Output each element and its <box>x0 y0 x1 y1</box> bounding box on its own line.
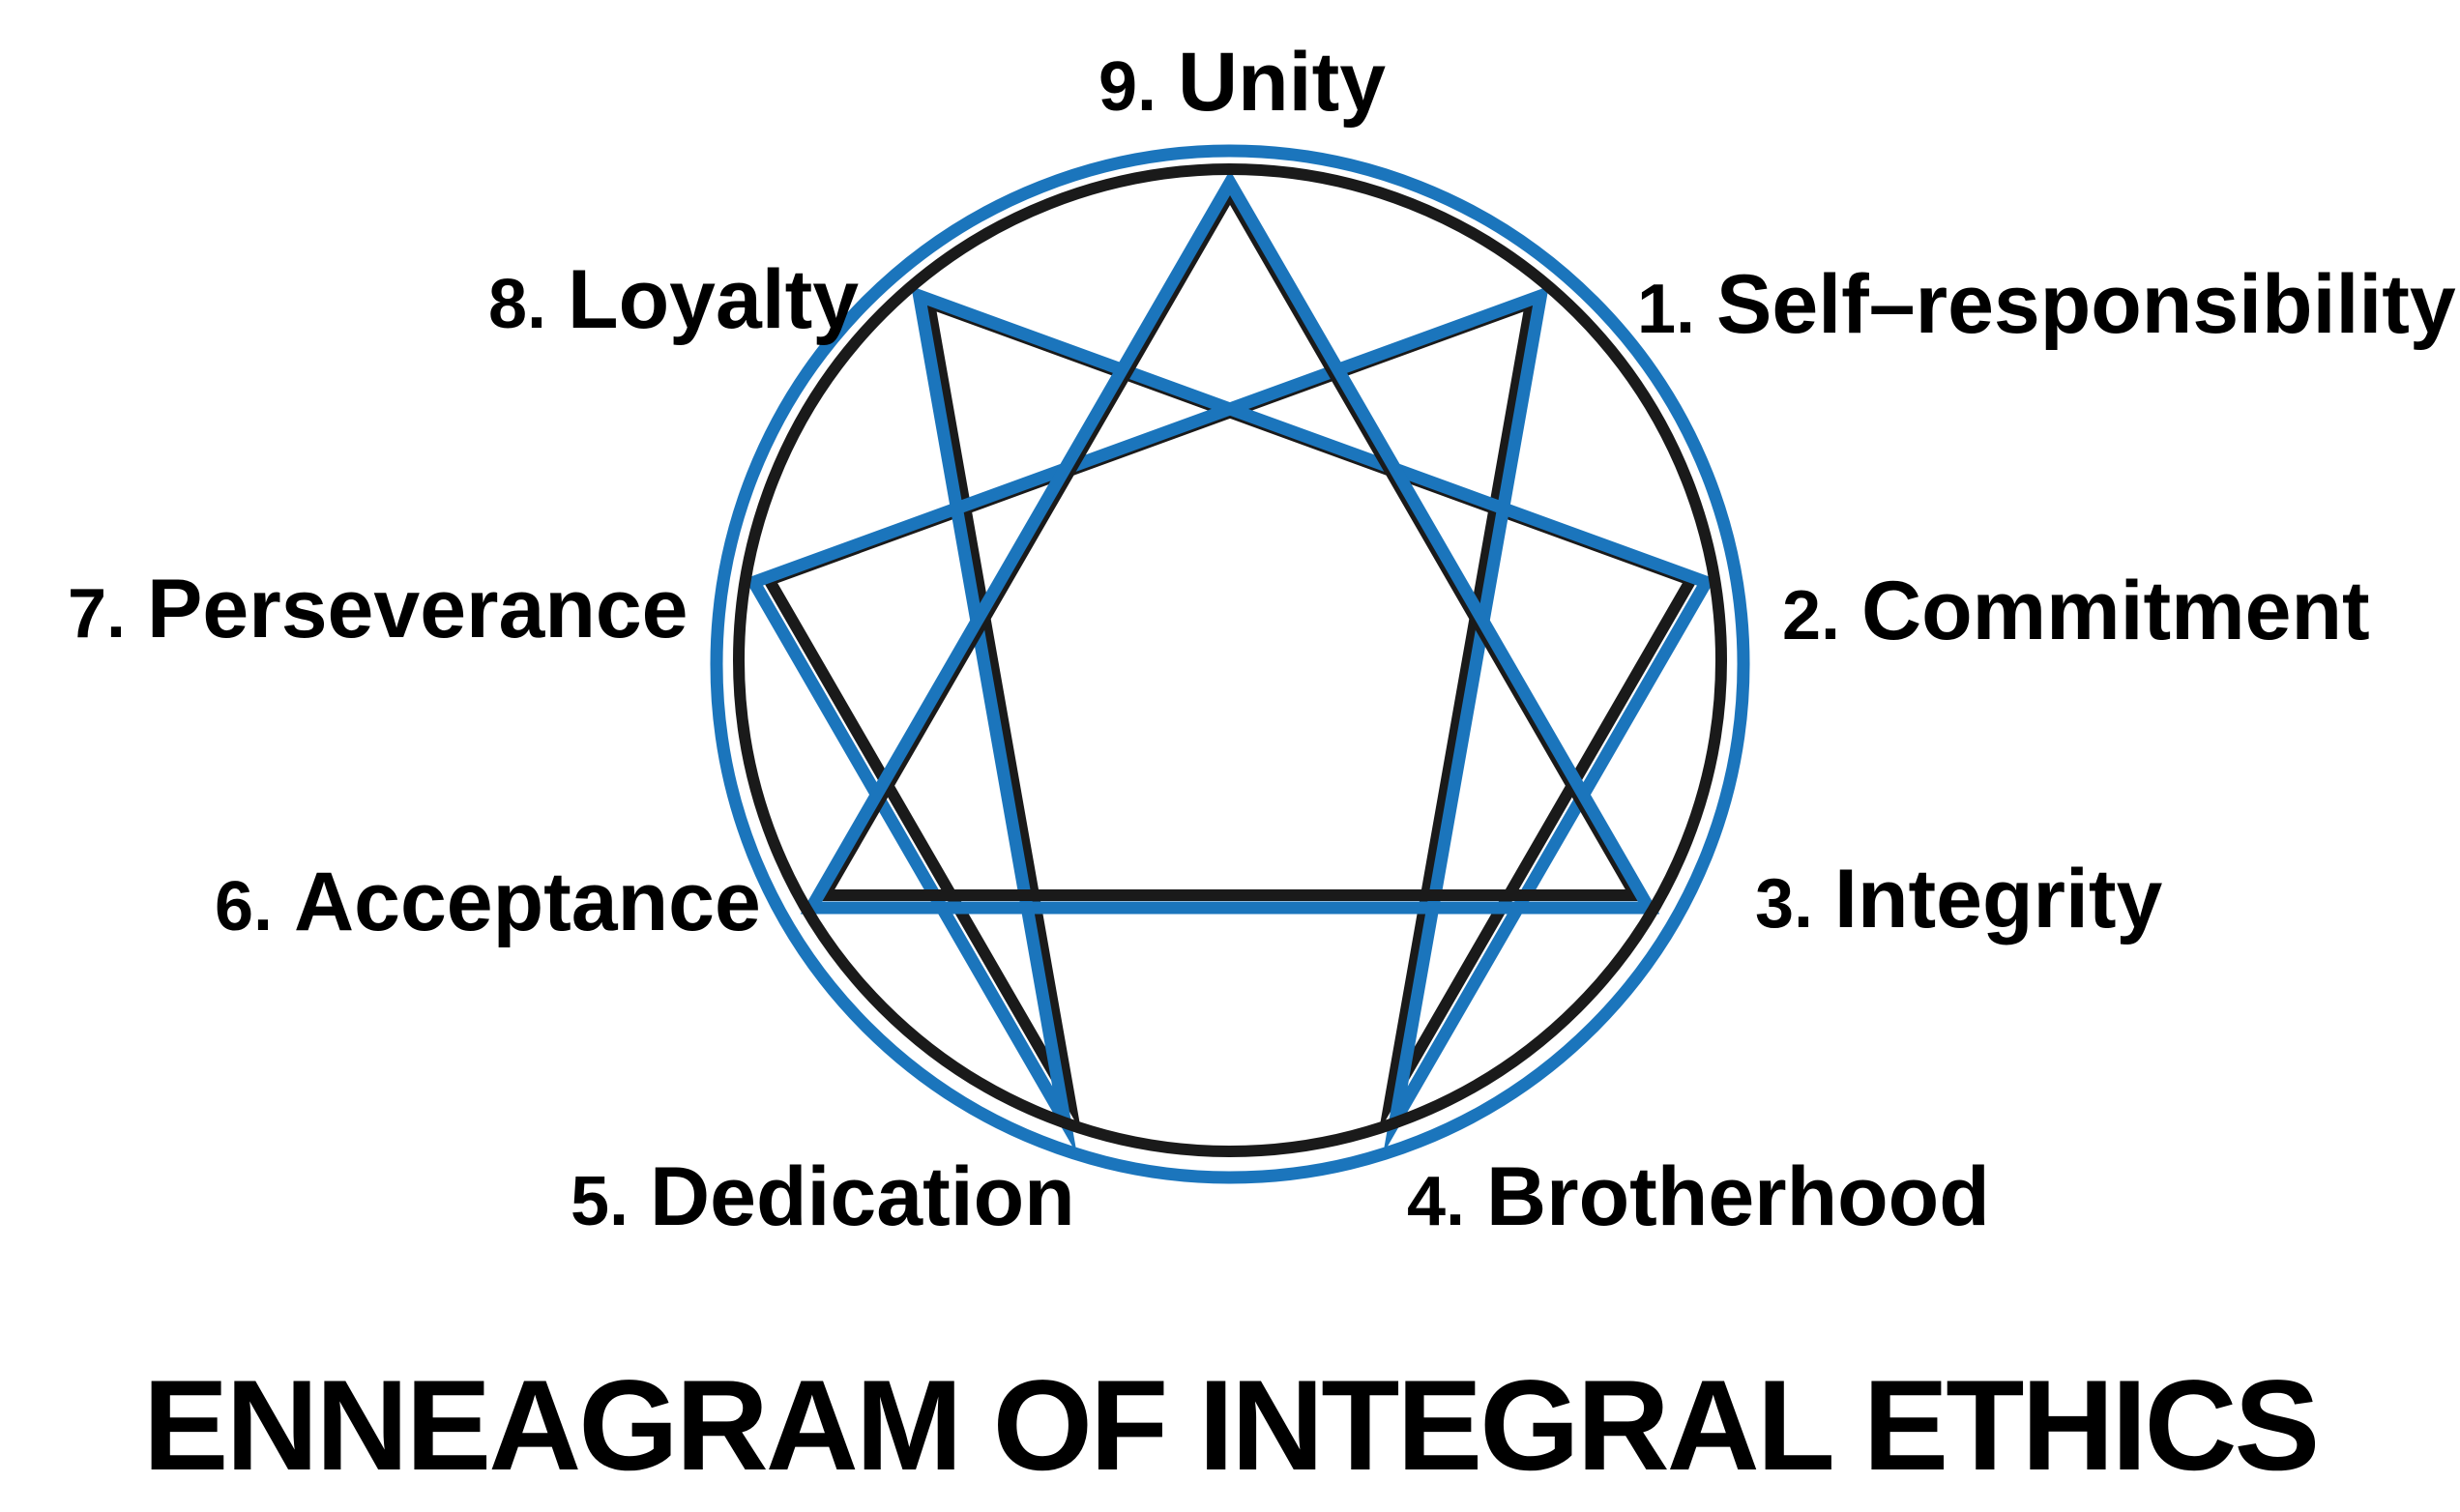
label-point-8: 8.Loyalty <box>488 258 859 365</box>
triangle-blue-path <box>800 169 1660 915</box>
label-point-5-number: 5. <box>571 1163 630 1240</box>
label-point-6-number: 6. <box>215 868 274 945</box>
label-point-1: 1.Self–responsibility <box>1637 263 2456 370</box>
label-point-7: 7.Perseverance <box>68 567 688 675</box>
label-point-3: 3.Integrity <box>1755 858 2162 965</box>
label-point-3-number: 3. <box>1755 865 1814 943</box>
label-point-8-name: Loyalty <box>568 253 860 346</box>
label-point-4: 4.Brotherhood <box>1407 1155 1990 1263</box>
label-point-1-name: Self–responsibility <box>1716 258 2456 351</box>
label-point-1-number: 1. <box>1637 271 1696 348</box>
label-point-8-number: 8. <box>488 266 547 343</box>
inner-circle-black <box>733 163 1727 1157</box>
hexad-blue-path <box>745 286 1715 1154</box>
label-point-4-name: Brotherhood <box>1486 1150 1990 1243</box>
label-point-9-number: 9. <box>1098 48 1157 126</box>
label-point-4-number: 4. <box>1407 1163 1466 1240</box>
label-point-9-name: Unity <box>1178 36 1387 129</box>
label-point-7-number: 7. <box>68 575 127 653</box>
label-point-2-number: 2. <box>1782 577 1841 654</box>
label-point-6-name: Acceptance <box>294 856 761 948</box>
label-point-9: 9.Unity <box>1098 41 1386 148</box>
label-point-2: 2.Commitment <box>1782 569 2370 677</box>
label-point-2-name: Commitment <box>1861 565 2370 657</box>
outer-circle-blue <box>710 144 1750 1184</box>
triangle-black-path <box>814 182 1646 901</box>
label-point-5: 5.Dedication <box>571 1155 1075 1263</box>
label-point-6: 6.Acceptance <box>215 860 761 968</box>
label-point-7-name: Perseverance <box>147 563 688 655</box>
label-point-5-name: Dedication <box>650 1150 1075 1243</box>
label-point-3-name: Integrity <box>1834 853 2163 945</box>
hexad-black-path <box>760 294 1700 1133</box>
diagram-title: ENNEAGRAM OF INTEGRAL ETHICS <box>142 1354 2321 1497</box>
